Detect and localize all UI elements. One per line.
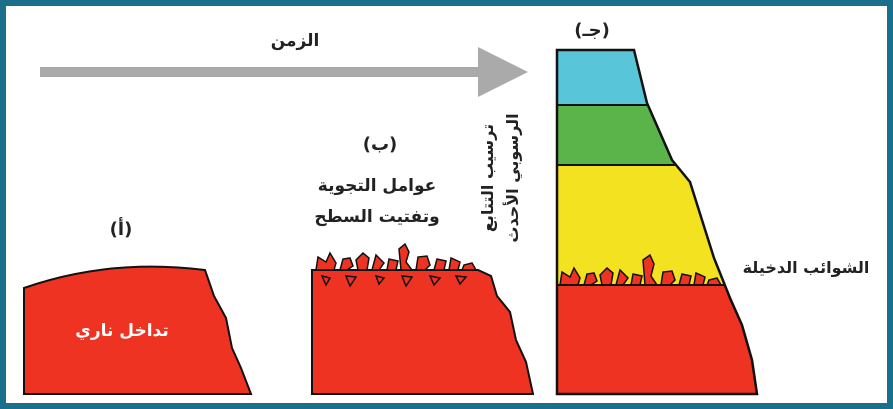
- stage-b-weathered-body: [311, 242, 535, 395]
- stage-b-label: (ب): [363, 134, 398, 155]
- stage-b-caption-line2: وتفتيت السطح: [314, 207, 439, 227]
- stage-b-fragments: [315, 242, 478, 288]
- stage-a-label: (أ): [110, 217, 133, 240]
- layer-middle: [557, 105, 757, 165]
- vertical-caption: ترسيب التتابع الرسوبي الأحدث: [478, 113, 523, 242]
- stage-b-caption-line1: عوامل التجوية: [318, 176, 436, 196]
- stage-c-layer-lines: [557, 104, 724, 286]
- vertical-caption-line2: الرسوبي الأحدث: [503, 113, 523, 242]
- xenoliths-label: الشوائب الدخيلة: [743, 258, 870, 277]
- stage-c-label: (جـ): [574, 20, 610, 41]
- stage-a-intrusion: [23, 265, 253, 395]
- stage-c-xenoliths: [559, 253, 723, 286]
- stage-c-outline: [555, 48, 759, 396]
- time-arrow-label: الزمن: [271, 31, 320, 51]
- stage-a-text: تداخل ناري: [75, 321, 169, 341]
- stage-c-intrusion: [557, 284, 757, 394]
- time-arrow: [40, 47, 528, 97]
- vertical-caption-line1: ترسيب التتابع: [478, 124, 497, 232]
- stage-c-column: [557, 50, 757, 394]
- layer-top: [557, 50, 757, 105]
